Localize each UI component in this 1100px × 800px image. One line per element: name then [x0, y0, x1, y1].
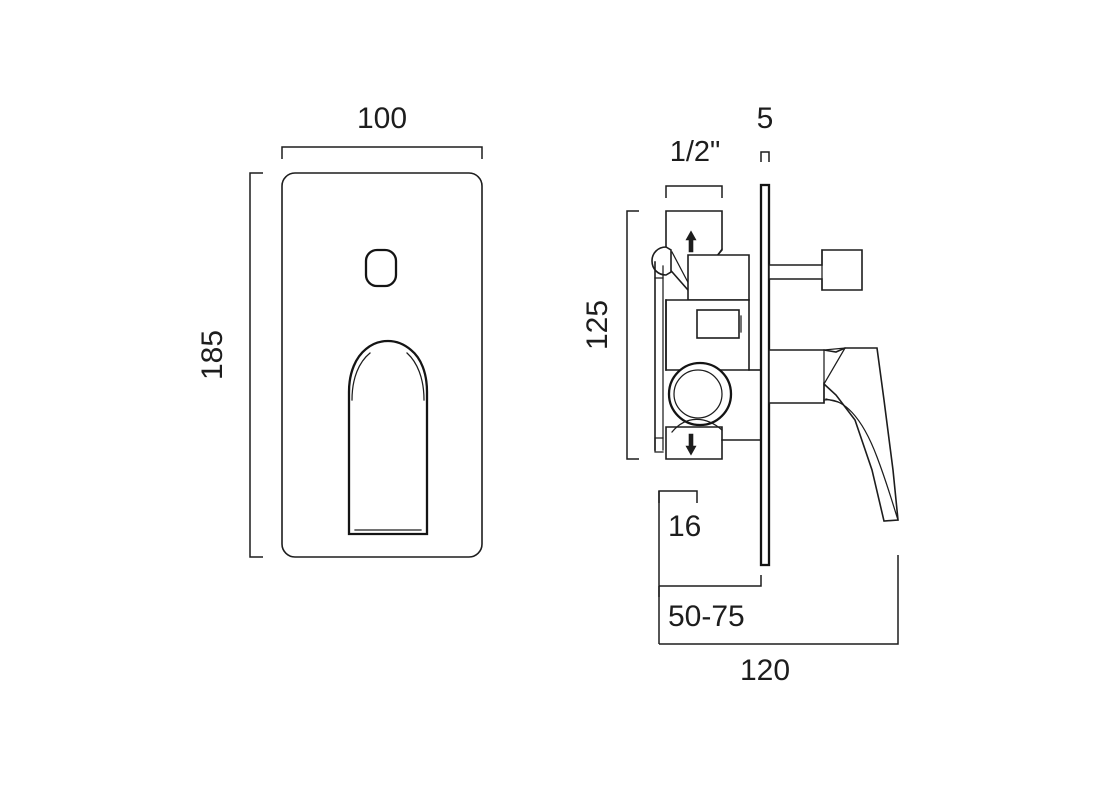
cartridge-inner-circle [673, 369, 723, 419]
inlet-nose [651, 246, 672, 276]
dim-label-install-depth: 50-75 [668, 600, 745, 633]
dim-plate-height-bracket [249, 172, 263, 558]
dim-label-plate-width: 100 [356, 102, 408, 135]
dim-body-height [626, 210, 639, 460]
dim-inlet-thread-bracket [665, 185, 723, 198]
dim-label-plate-thickness: 5 [756, 102, 774, 135]
dim-total-projection-bracket [659, 555, 899, 645]
dim-label-plate-height: 185 [196, 329, 229, 381]
lever-handle-front-inner-right [406, 352, 425, 401]
dim-install-depth-bracket [659, 575, 762, 587]
outlet-left-notch [654, 437, 664, 453]
arrow-up-icon [685, 230, 697, 253]
diverter-button [364, 248, 398, 288]
wall-plate [759, 183, 771, 567]
dim-plate-width [281, 146, 483, 159]
lever-handle-front-inner-left [351, 352, 371, 401]
dim-label-body-height: 125 [581, 299, 614, 351]
side-view-group [626, 151, 899, 645]
dim-inlet-thread [665, 185, 723, 198]
dim-install-depth [658, 491, 762, 597]
body-upper-block [687, 254, 750, 301]
lever-handle-underside [823, 399, 899, 521]
outlet-port [768, 249, 863, 291]
dim-body-offset [658, 490, 698, 503]
diverter-slot [696, 309, 740, 339]
lever-handle-front-outline [347, 339, 429, 536]
dim-plate-width-bracket [281, 146, 483, 159]
front-view-group [249, 146, 483, 558]
lever-handle-side [768, 347, 899, 522]
dim-plate-height [249, 172, 263, 558]
lever-handle-neck-left [823, 347, 846, 385]
dim-label-total-projection: 120 [739, 654, 791, 687]
cartridge-outer-circle [667, 361, 733, 427]
dim-total-projection [658, 555, 899, 645]
lever-handle-underside-tick [825, 398, 839, 403]
dim-body-height-bracket [626, 210, 639, 460]
dim-plate-thickness-bracket [760, 151, 770, 162]
outlet-block [665, 426, 723, 460]
arrow-down-icon [685, 433, 697, 456]
dim-plate-thickness [760, 151, 770, 162]
dim-label-body-offset: 16 [668, 510, 702, 543]
outlet-block-arc [671, 418, 723, 433]
lever-handle-top-chamfer [823, 347, 846, 351]
dim-body-offset-bracket [658, 490, 698, 503]
dim-label-inlet-thread: 1/2" [669, 136, 721, 168]
